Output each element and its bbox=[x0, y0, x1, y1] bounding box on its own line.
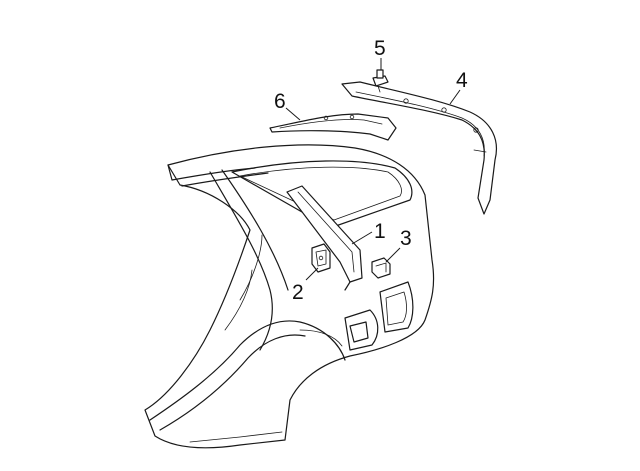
quarter-panel bbox=[144, 144, 435, 449]
part-5-fastener bbox=[372, 69, 389, 93]
part-6-rail-molding bbox=[269, 113, 397, 141]
leader-lines bbox=[285, 58, 461, 281]
leader-1 bbox=[351, 231, 373, 245]
part-2-bracket bbox=[311, 243, 331, 273]
leader-3 bbox=[385, 247, 401, 263]
callout-3: 3 bbox=[400, 227, 412, 250]
callout-1: 1 bbox=[374, 220, 386, 243]
part-1-pillar-trim bbox=[286, 185, 363, 291]
leader-4 bbox=[449, 89, 461, 105]
callout-6: 6 bbox=[274, 90, 286, 113]
callout-4: 4 bbox=[456, 69, 468, 92]
leader-6 bbox=[285, 107, 301, 121]
callout-2: 2 bbox=[292, 281, 304, 304]
part-4-molding bbox=[341, 81, 497, 215]
callout-5: 5 bbox=[374, 37, 386, 60]
part-3-clip bbox=[371, 257, 391, 279]
leader-2 bbox=[305, 267, 319, 281]
